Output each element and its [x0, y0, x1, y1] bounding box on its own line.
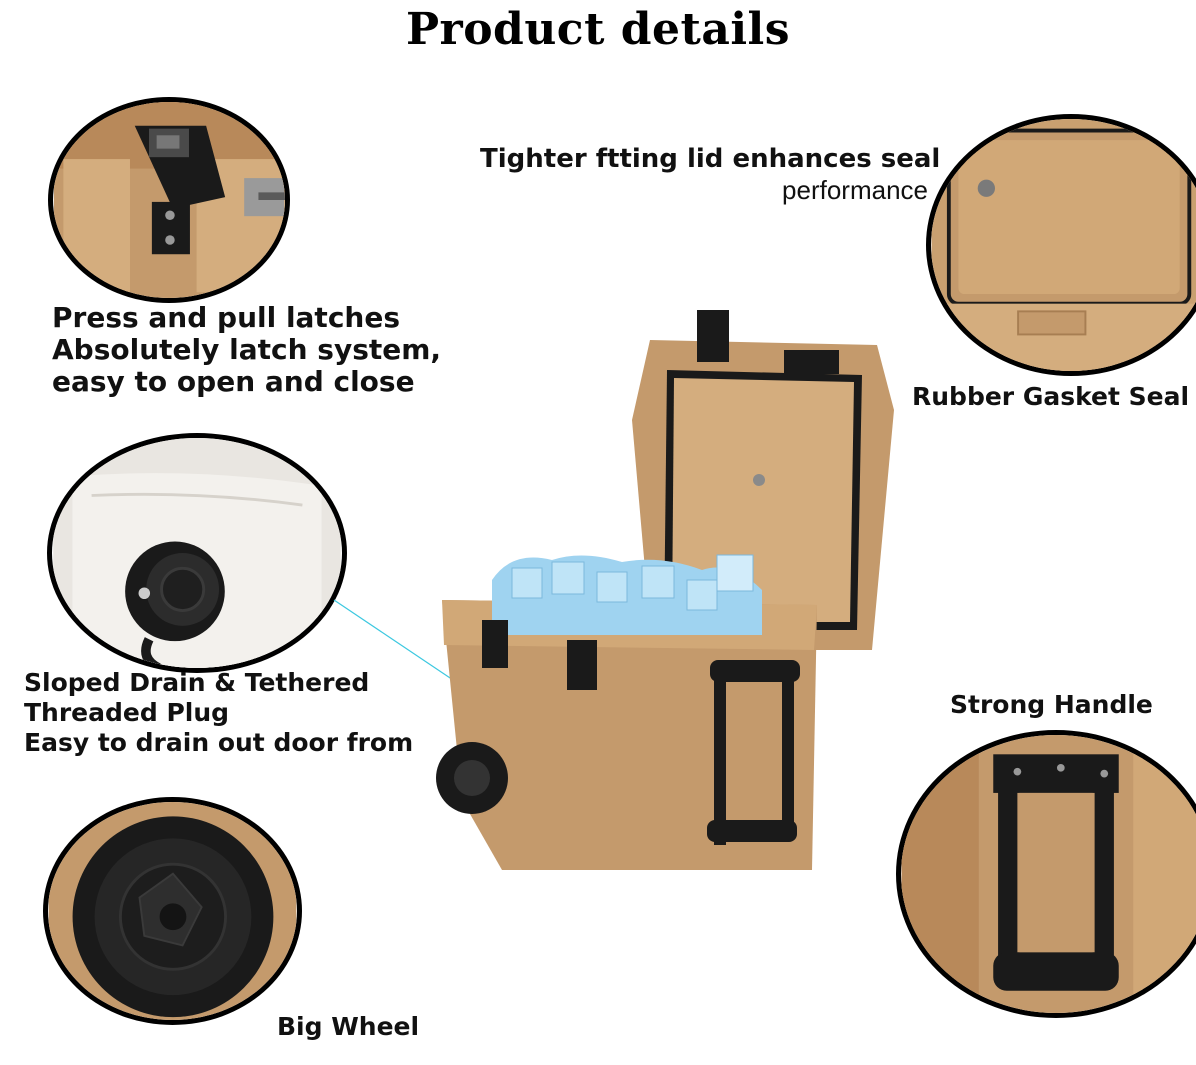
- drain-caption: Sloped Drain & Tethered Threaded Plug Ea…: [24, 668, 413, 758]
- latch-caption-line-1: Press and pull latches: [52, 301, 401, 334]
- seal-caption-line-1: Tighter ftting lid enhances seal: [480, 144, 941, 174]
- wheel-detail-image: [48, 802, 297, 1020]
- page-title: Product details: [405, 4, 791, 55]
- drain-caption-line-2: Threaded Plug: [24, 698, 230, 727]
- gasket-detail-circle: [926, 114, 1196, 376]
- drain-connector-line: [333, 599, 466, 689]
- wheel-detail-circle: [43, 797, 302, 1025]
- drain-detail-image: [53, 438, 341, 668]
- handle-caption: Strong Handle: [950, 690, 1153, 719]
- seal-caption: Tighter ftting lid enhances seal perform…: [480, 144, 940, 206]
- drain-caption-line-1: Sloped Drain & Tethered: [24, 668, 370, 697]
- gasket-detail-image: [931, 119, 1196, 371]
- handle-detail-image: [901, 735, 1196, 1013]
- latch-detail-circle: [48, 97, 290, 303]
- latch-detail-image: [53, 102, 285, 298]
- latch-caption: Press and pull latches Absolutely latch …: [52, 302, 441, 398]
- handle-detail-circle: [896, 730, 1196, 1018]
- wheel-caption: Big Wheel: [277, 1012, 420, 1041]
- drain-detail-circle: [47, 433, 347, 673]
- seal-caption-line-2: performance: [782, 175, 928, 205]
- latch-caption-line-3: easy to open and close: [52, 365, 415, 398]
- gasket-caption: Rubber Gasket Seal: [912, 382, 1190, 411]
- cooler-product-image: [436, 310, 894, 870]
- latch-caption-line-2: Absolutely latch system,: [52, 333, 442, 366]
- drain-caption-line-3: Easy to drain out door from: [24, 728, 414, 757]
